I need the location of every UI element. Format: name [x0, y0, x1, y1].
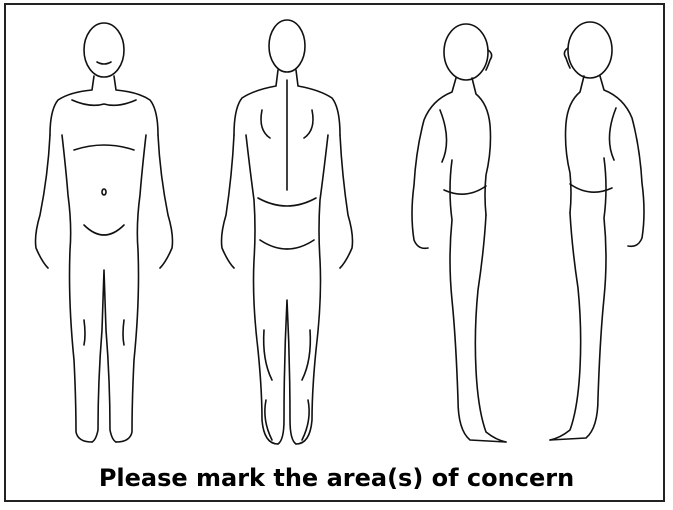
instruction-caption: Please mark the area(s) of concern	[0, 464, 673, 492]
front-view-figure[interactable]	[36, 23, 173, 442]
side-view-right-figure[interactable]	[412, 24, 506, 442]
side-view-left-figure[interactable]	[550, 22, 644, 440]
back-view-figure[interactable]	[222, 20, 353, 444]
